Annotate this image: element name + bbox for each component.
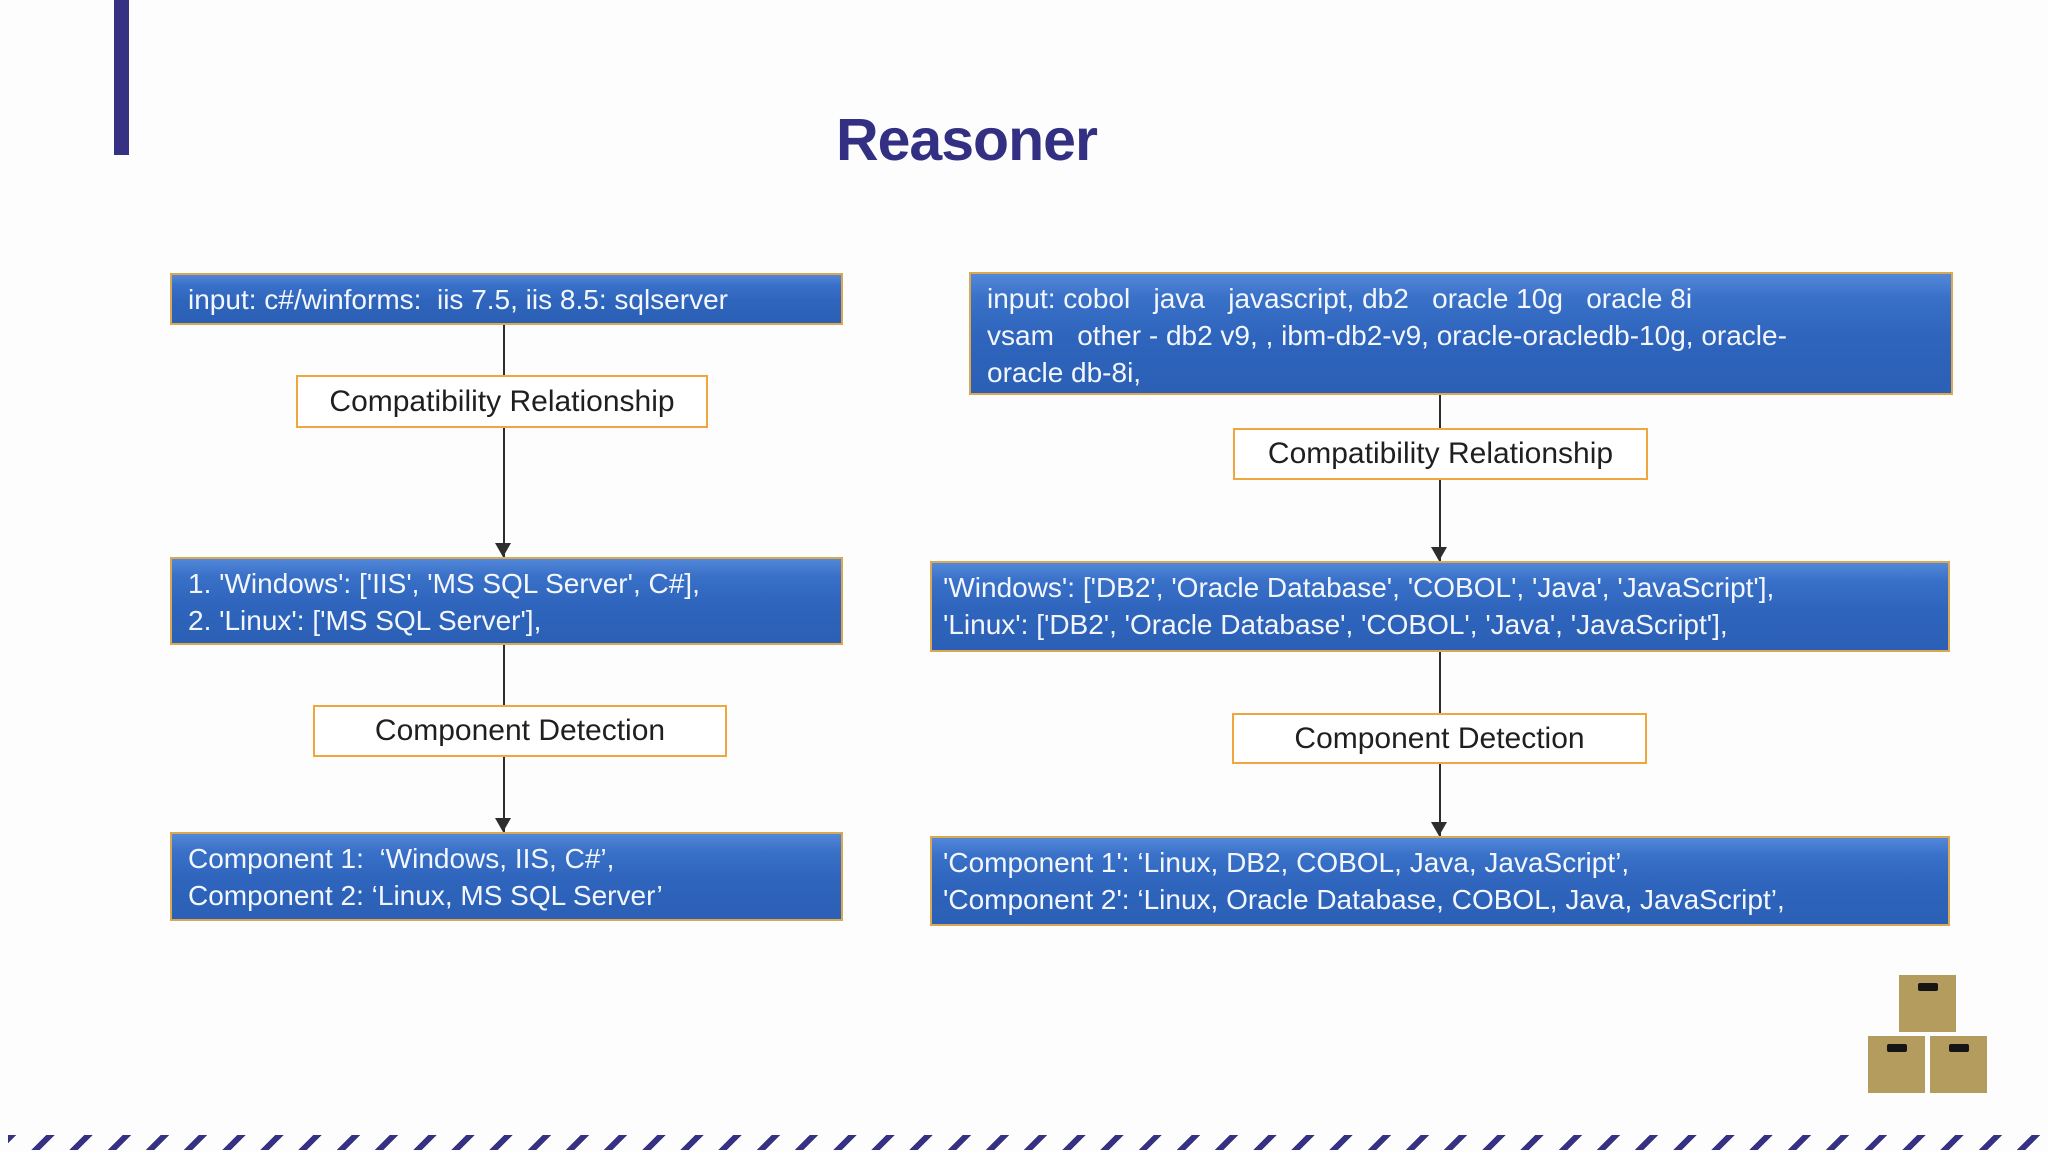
right-detection-label-text: Component Detection [1294,721,1585,755]
crate-handle [1918,983,1938,991]
crate-top [1899,975,1956,1032]
right-output-line-1: 'Component 1': ‘Linux, DB2, COBOL, Java,… [943,847,1630,878]
right-output-node: 'Component 1': ‘Linux, DB2, COBOL, Java,… [930,836,1950,926]
left-connector-1 [503,325,505,557]
left-mapping-line-1: 1. 'Windows': ['IIS', 'MS SQL Server', C… [188,568,700,599]
right-input-node: input: cobol java javascript, db2 oracle… [969,272,1953,395]
left-output-line-2: Component 2: ‘Linux, MS SQL Server’ [188,880,663,911]
right-compatibility-relationship-label: Compatibility Relationship [1233,428,1648,480]
right-input-line-3: oracle db-8i, [987,357,1142,388]
left-compatibility-relationship-label: Compatibility Relationship [296,375,708,428]
hatch-border [8,1135,2048,1150]
right-input-line-1: input: cobol java javascript, db2 oracle… [987,283,1693,314]
left-component-detection-label: Component Detection [313,705,727,757]
left-detection-label-text: Component Detection [374,714,666,747]
left-compatibility-label-text: Compatibility Relationship [329,384,675,418]
accent-bar [114,0,129,155]
right-mapping-node: 'Windows': ['DB2', 'Oracle Database', 'C… [930,561,1950,652]
right-compatibility-label-text: Compatibility Relationship [1267,437,1614,470]
left-input-text: input: c#/winforms: iis 7.5, iis 8.5: sq… [188,283,728,315]
right-mapping-line-1: 'Windows': ['DB2', 'Oracle Database', 'C… [943,572,1775,603]
right-output-line-2: 'Component 2': ‘Linux, Oracle Database, … [943,884,1785,915]
right-component-detection-label: Component Detection [1232,713,1647,764]
crate-handle [1887,1044,1907,1052]
left-input-node: input: c#/winforms: iis 7.5, iis 8.5: sq… [170,273,843,325]
crate-handle [1949,1044,1969,1052]
down-arrowhead-icon [495,543,511,557]
crate-bottom-right [1930,1036,1987,1093]
page-title: Reasoner [836,107,1098,173]
left-output-node: Component 1: ‘Windows, IIS, C#’, Compone… [170,832,843,921]
down-arrowhead-icon [1431,547,1447,561]
left-output-line-1: Component 1: ‘Windows, IIS, C#’, [188,843,615,874]
down-arrowhead-icon [1431,822,1447,836]
stacked-shipping-boxes-icon [1862,970,1992,1098]
left-mapping-node: 1. 'Windows': ['IIS', 'MS SQL Server', C… [170,557,843,645]
right-input-line-2: vsam other - db2 v9, , ibm-db2-v9, oracl… [987,320,1787,351]
down-arrowhead-icon [495,818,511,832]
right-mapping-line-2: 'Linux': ['DB2', 'Oracle Database', 'COB… [943,609,1728,640]
crate-bottom-left [1868,1036,1925,1093]
left-mapping-line-2: 2. 'Linux': ['MS SQL Server'], [188,605,542,636]
